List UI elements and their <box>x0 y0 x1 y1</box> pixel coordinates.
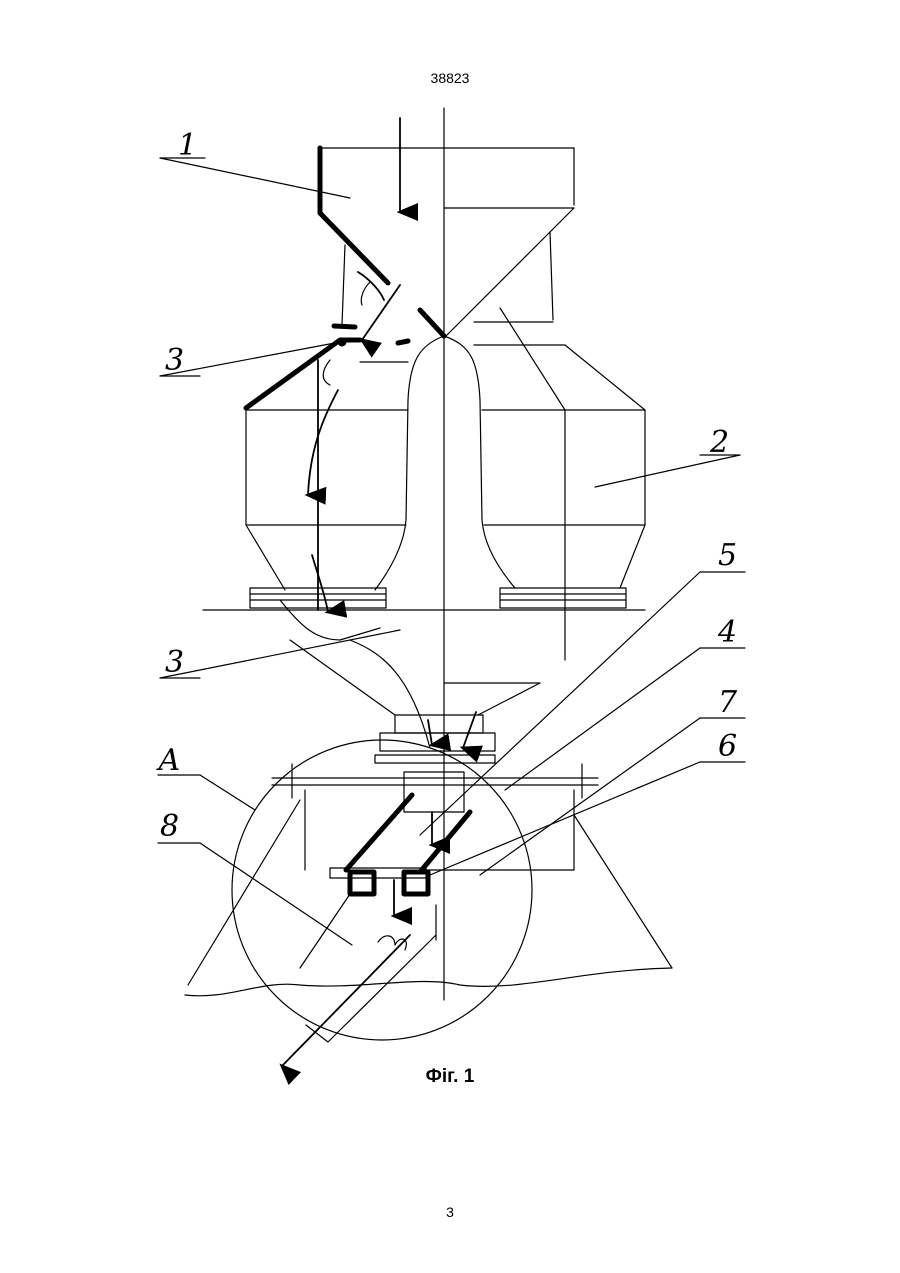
ground-line <box>185 968 672 996</box>
top-hopper <box>318 148 574 338</box>
lower-hopper <box>280 600 540 715</box>
label-1: 1 <box>178 128 197 163</box>
label-a: А <box>156 743 181 778</box>
discharge-chute <box>300 894 436 1042</box>
figure-caption: Фіг. 1 <box>0 1066 900 1088</box>
discharge-unit <box>272 715 672 968</box>
cyclone-flanges <box>203 588 645 610</box>
flap-upper <box>246 272 408 408</box>
cyclone-housing <box>246 345 645 660</box>
central-pipe <box>375 336 515 590</box>
label-5: 5 <box>718 538 737 573</box>
flow-arrows <box>282 118 476 1066</box>
label-3-lower: 3 <box>165 645 184 680</box>
page-number: 3 <box>0 1204 900 1220</box>
label-6: 6 <box>718 729 737 764</box>
label-7: 7 <box>718 685 738 720</box>
label-2: 2 <box>709 425 729 460</box>
label-4: 4 <box>717 615 737 650</box>
label-3-upper: 3 <box>165 343 184 378</box>
label-8: 8 <box>160 809 179 844</box>
